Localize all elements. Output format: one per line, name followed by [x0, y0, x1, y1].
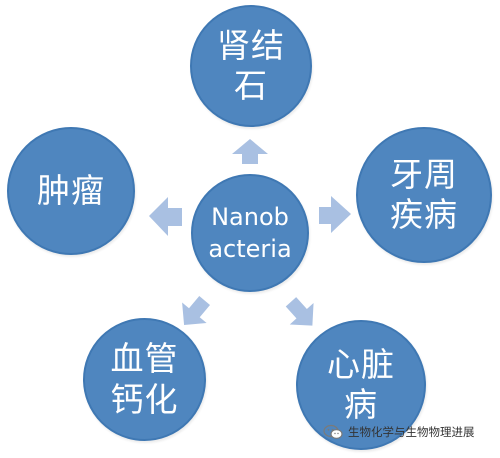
- watermark-text: 生物化学与生物物理进展: [348, 425, 475, 439]
- node-label-line1: 肿瘤: [37, 170, 105, 210]
- arrow-to-tumor: [149, 197, 182, 236]
- node-nanobacteria: Nanob acteria: [191, 174, 309, 292]
- center-label-line1: Nanob: [211, 202, 289, 231]
- node-vascular-calcification: 血管 钙化: [83, 318, 206, 441]
- node-label-line2: 疾病: [390, 195, 458, 234]
- arrow-to-vascular-calcification: [182, 296, 211, 326]
- node-heart-disease: 心脏 病: [296, 320, 426, 450]
- center-label-line2: acteria: [208, 235, 292, 263]
- arrow-to-heart-disease: [285, 297, 314, 326]
- node-label-line1: 牙周: [390, 154, 458, 194]
- node-label-line1: 心脏: [327, 344, 395, 384]
- node-label-line2: 钙化: [110, 379, 179, 419]
- arrow-to-periodontal: [319, 196, 351, 233]
- node-tumor: 肿瘤: [7, 127, 135, 255]
- arrow-to-kidney-stone: [232, 139, 268, 164]
- node-label-line1: 血管: [110, 339, 179, 379]
- node-kidney-stone: 肾结 石: [190, 5, 312, 127]
- node-periodontal-disease: 牙周 疾病: [356, 127, 492, 263]
- watermark: 生物化学与生物物理进展: [323, 424, 475, 440]
- node-label-line2: 石: [234, 66, 268, 105]
- node-label-line2: 病: [344, 385, 378, 424]
- node-label-line1: 肾结: [217, 25, 285, 65]
- wechat-icon: [323, 424, 343, 439]
